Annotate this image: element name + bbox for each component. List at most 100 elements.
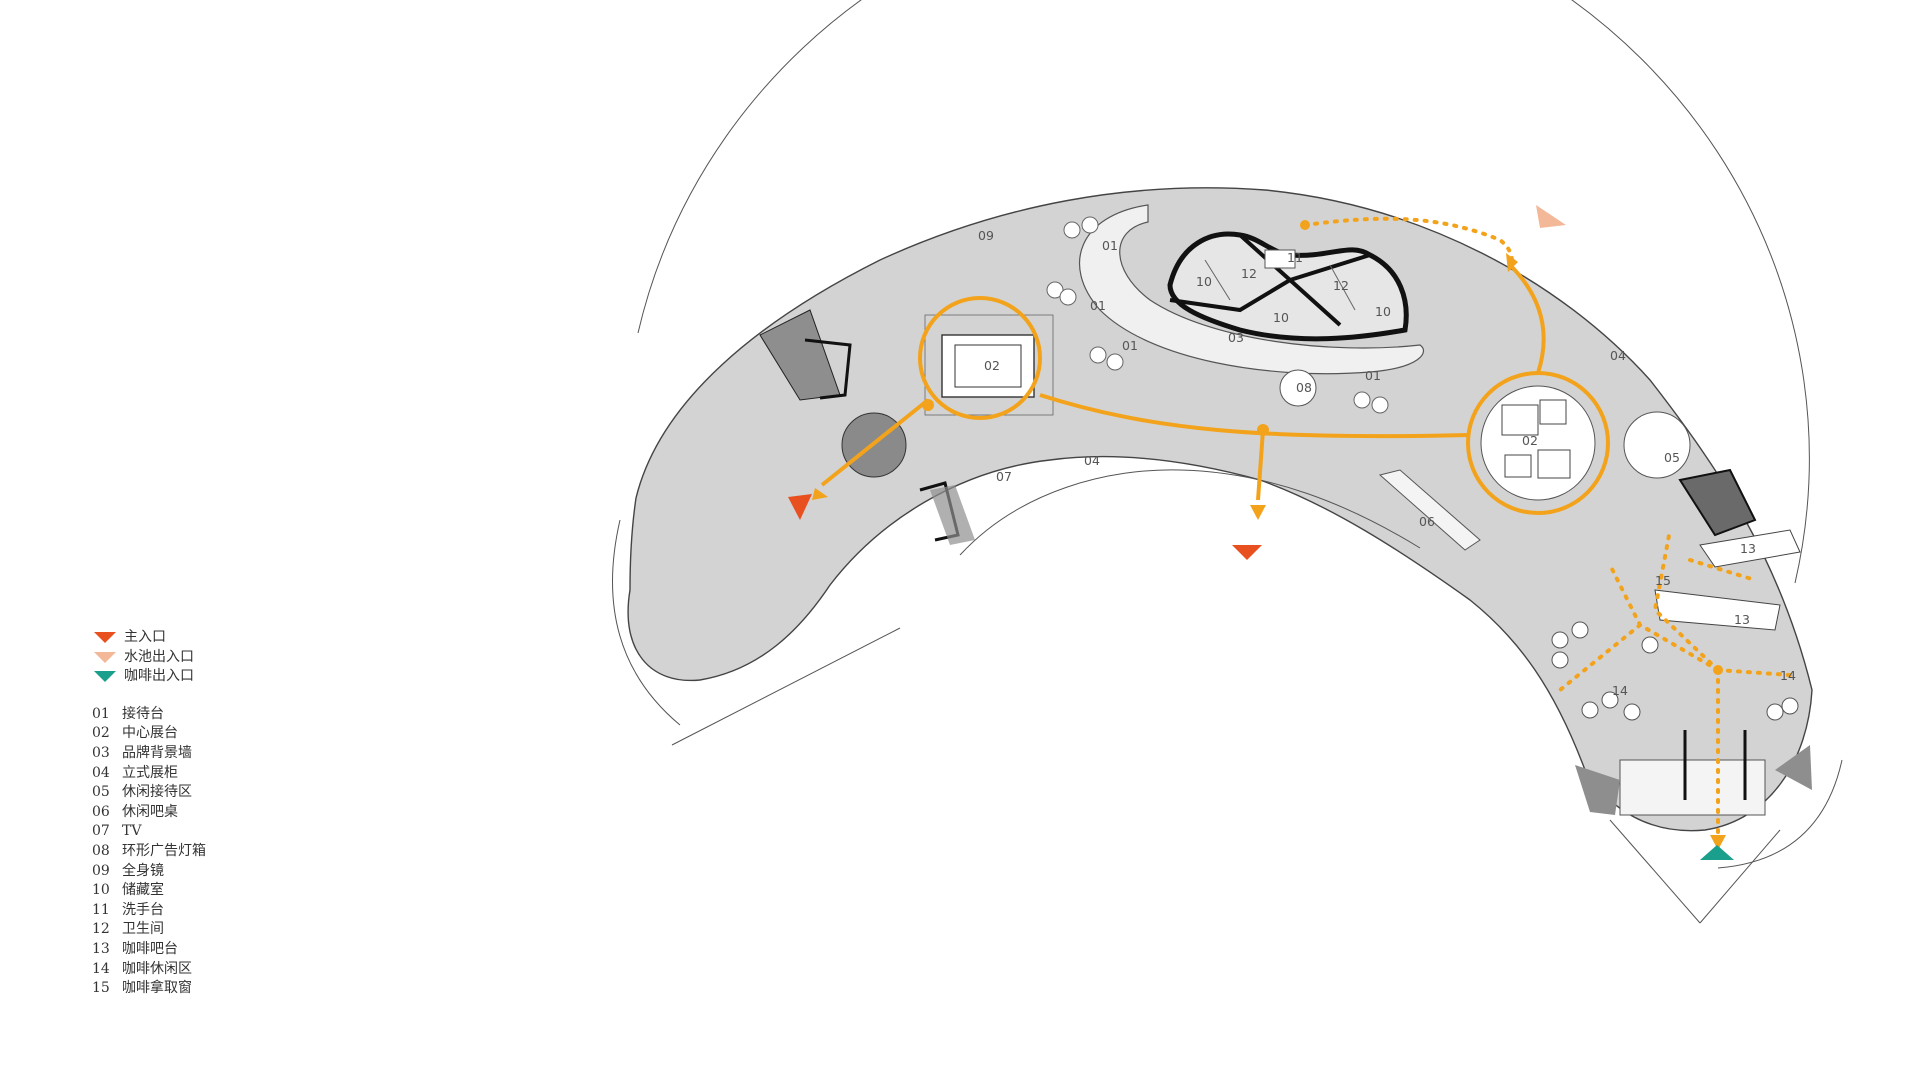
room-number: 06: [92, 803, 110, 820]
plan-label: 01: [1102, 238, 1118, 253]
plan-label: 08: [1296, 380, 1312, 395]
legend-room: 02 中心展台: [92, 724, 206, 744]
room-number: 05: [92, 784, 110, 801]
legend-entrance-pool: 水池出入口: [92, 648, 206, 668]
plan-label: 14: [1780, 668, 1796, 683]
coffee-bar: [1654, 529, 1801, 631]
room-number: 15: [92, 980, 110, 997]
room-number: 01: [92, 705, 110, 722]
room-name: 休闲吧桌: [122, 803, 178, 820]
legend-label: 主入口: [124, 629, 166, 645]
legend-room: 07 TV: [92, 822, 206, 842]
room-number: 14: [92, 960, 110, 977]
coffee-wall: [1678, 468, 1757, 537]
legend-room: 13 咖啡吧台: [92, 940, 206, 960]
plan-label: 10: [1273, 310, 1289, 325]
plan-label: 04: [1610, 348, 1626, 363]
room-name: 品牌背景墙: [122, 744, 192, 761]
room-number: 08: [92, 842, 110, 859]
room-number: 13: [92, 940, 110, 957]
coffee-kiosk: [1575, 730, 1812, 816]
room-name: 储藏室: [122, 882, 164, 899]
reception-crescent: [1078, 204, 1425, 375]
inner-wall: [959, 469, 1421, 556]
coffee-entrance-icon: [94, 671, 116, 683]
plan-label: 06: [1419, 514, 1435, 529]
legend-room: 03 品牌背景墙: [92, 744, 206, 764]
display-table-right: [1480, 385, 1596, 501]
room-name: 咖啡吧台: [122, 940, 178, 957]
light-box: [1279, 369, 1317, 407]
room-name: 接待台: [122, 705, 164, 722]
legend-room: 05 休闲接待区: [92, 783, 206, 803]
plan-label: 11: [1287, 250, 1303, 265]
legend-entrance-main: 主入口: [92, 628, 206, 648]
plan-label: 03: [1228, 330, 1244, 345]
plan-label: 12: [1241, 266, 1257, 281]
room-number: 10: [92, 882, 110, 899]
coffee-seating: [1551, 621, 1799, 721]
bar-table: [1378, 469, 1481, 551]
legend-room: 14 咖啡休闲区: [92, 960, 206, 980]
plan-label: 01: [1365, 368, 1381, 383]
plan-label: 10: [1375, 304, 1391, 319]
construction-lines: [612, 0, 1843, 924]
legend-label: 咖啡出入口: [124, 668, 194, 685]
entrance-markers: [788, 205, 1734, 860]
legend-room: 09 全身镜: [92, 862, 206, 882]
plan-label: 13: [1734, 612, 1750, 627]
legend-room: 11 洗手台: [92, 901, 206, 921]
room-number: 02: [92, 725, 110, 742]
main-entrance-icon: [94, 632, 116, 644]
plan-label: 02: [984, 358, 1000, 373]
room-name: 洗手台: [122, 901, 164, 918]
room-name: TV: [122, 823, 142, 840]
room-number: 11: [92, 901, 110, 918]
plan-label: 14: [1612, 683, 1628, 698]
plan-label: 02: [1522, 433, 1538, 448]
circulation-path: [820, 263, 1610, 515]
lounge-area: [1623, 411, 1691, 479]
reception-seats: [1046, 216, 1389, 414]
legend-room: 12 卫生间: [92, 920, 206, 940]
room-name: 卫生间: [122, 921, 164, 938]
room-number: 12: [92, 921, 110, 938]
plan-label: 01: [1090, 298, 1106, 313]
room-name: 立式展柜: [122, 764, 178, 781]
pool-entrance-icon: [94, 651, 116, 663]
plan-label: 04: [1084, 453, 1100, 468]
room-labels: 09 01 01 01 01 02 02 03 04 04 05 06 07 0…: [978, 228, 1796, 698]
legend-room: 04 立式展柜: [92, 764, 206, 784]
room-name: 咖啡休闲区: [122, 960, 192, 977]
room-number: 09: [92, 862, 110, 879]
legend-room: 06 休闲吧桌: [92, 803, 206, 823]
room-name: 全身镜: [122, 862, 164, 879]
plan-label: 09: [978, 228, 994, 243]
room-name: 咖啡拿取窗: [122, 980, 192, 997]
room-name: 中心展台: [122, 725, 178, 742]
dotted-path: [1303, 216, 1792, 842]
legend-label: 水池出入口: [124, 648, 194, 665]
legend-room: 15 咖啡拿取窗: [92, 979, 206, 999]
plan-label: 15: [1655, 573, 1671, 588]
legend: 主入口 水池出入口 咖啡出入口 01 接待台 02 中心展台 03 品牌背景墙 04 立…: [92, 628, 206, 999]
plan-label: 07: [996, 469, 1012, 484]
plan-label: 12: [1333, 278, 1349, 293]
room-number: 04: [92, 764, 110, 781]
room-number: 03: [92, 744, 110, 761]
legend-room: 10 储藏室: [92, 881, 206, 901]
plan-label: 05: [1664, 450, 1680, 465]
central-pod: [1167, 231, 1409, 342]
room-name: 休闲接待区: [122, 784, 192, 801]
display-boxes: [1501, 399, 1571, 479]
legend-entrance-coffee: 咖啡出入口: [92, 667, 206, 687]
plan-label: 13: [1740, 541, 1756, 556]
plan-label: 01: [1122, 338, 1138, 353]
room-number: 07: [92, 823, 110, 840]
legend-room: 08 环形广告灯箱: [92, 842, 206, 862]
path-arrowheads: [812, 253, 1726, 850]
display-table-left: [924, 314, 1054, 416]
room-name: 环形广告灯箱: [122, 842, 206, 859]
plan-label: 10: [1196, 274, 1212, 289]
